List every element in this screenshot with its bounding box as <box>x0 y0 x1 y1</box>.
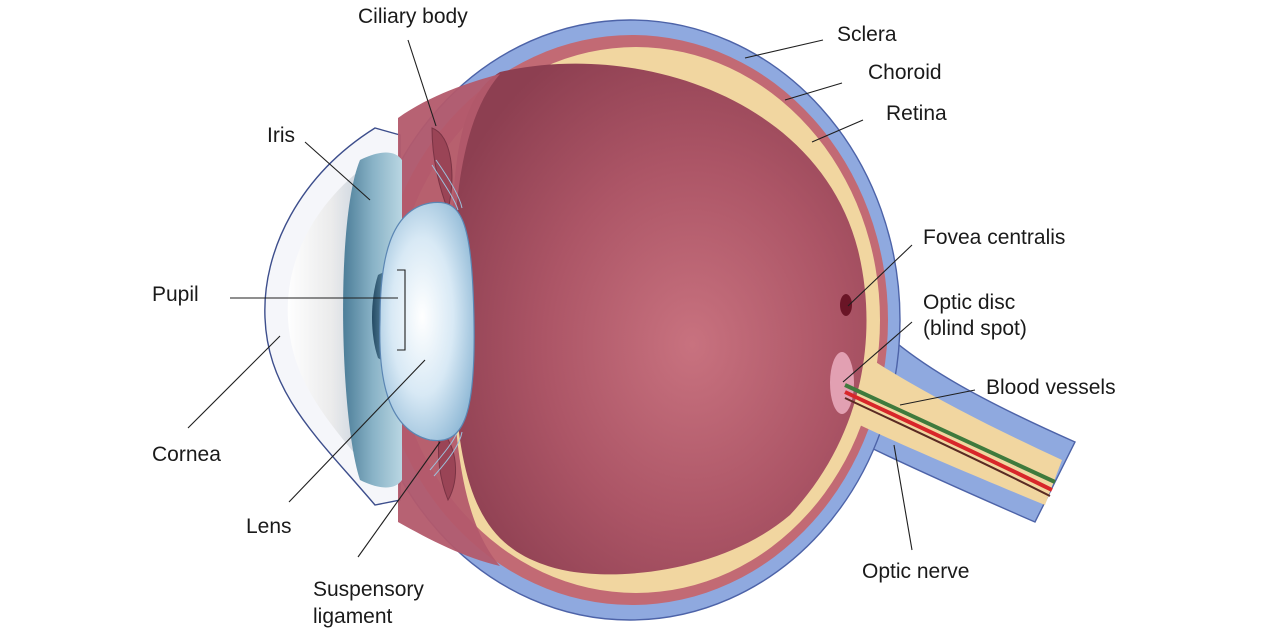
label-cornea: Cornea <box>152 443 221 466</box>
ciliary-body-lower <box>437 429 457 502</box>
leader-sclera <box>744 39 824 59</box>
leader-ciliary-body <box>407 39 437 127</box>
leader-optic-nerve <box>893 444 913 551</box>
cornea-inner <box>287 170 360 460</box>
leader-fovea <box>847 244 913 307</box>
label-fovea-centralis: Fovea centralis <box>923 226 1066 249</box>
leader-iris <box>304 141 371 201</box>
vitreous-body <box>451 63 867 575</box>
label-ligament: ligament <box>313 605 393 628</box>
optic-nerve <box>845 345 1062 505</box>
pupil-bracket <box>397 269 406 351</box>
leader-choroid <box>784 82 843 101</box>
blood-vessel-dark <box>844 397 1051 497</box>
optic-disc <box>830 352 854 414</box>
label-optic-nerve: Optic nerve <box>862 560 970 583</box>
leader-suspensory <box>357 441 441 558</box>
label-ciliary-body: Ciliary body <box>358 5 468 28</box>
leader-cornea <box>187 335 281 429</box>
fovea-centralis <box>840 294 852 316</box>
label-blind-spot: (blind spot) <box>923 317 1027 340</box>
leader-optic-disc <box>842 321 913 383</box>
blood-vessel-red <box>844 390 1053 492</box>
label-lens: Lens <box>246 515 292 538</box>
label-choroid: Choroid <box>868 61 942 84</box>
label-blood-vessels: Blood vessels <box>986 376 1116 399</box>
leader-blood-vessels <box>899 389 976 406</box>
leader-lens <box>288 359 426 503</box>
leader-retina <box>811 119 864 143</box>
lens <box>379 201 475 442</box>
label-pupil: Pupil <box>152 283 199 306</box>
blood-vessel-green <box>844 383 1056 484</box>
label-retina: Retina <box>886 102 947 125</box>
label-suspensory: Suspensory <box>313 578 424 601</box>
label-sclera: Sclera <box>837 23 897 46</box>
label-iris: Iris <box>267 124 295 147</box>
label-optic-disc: Optic disc <box>923 291 1016 314</box>
